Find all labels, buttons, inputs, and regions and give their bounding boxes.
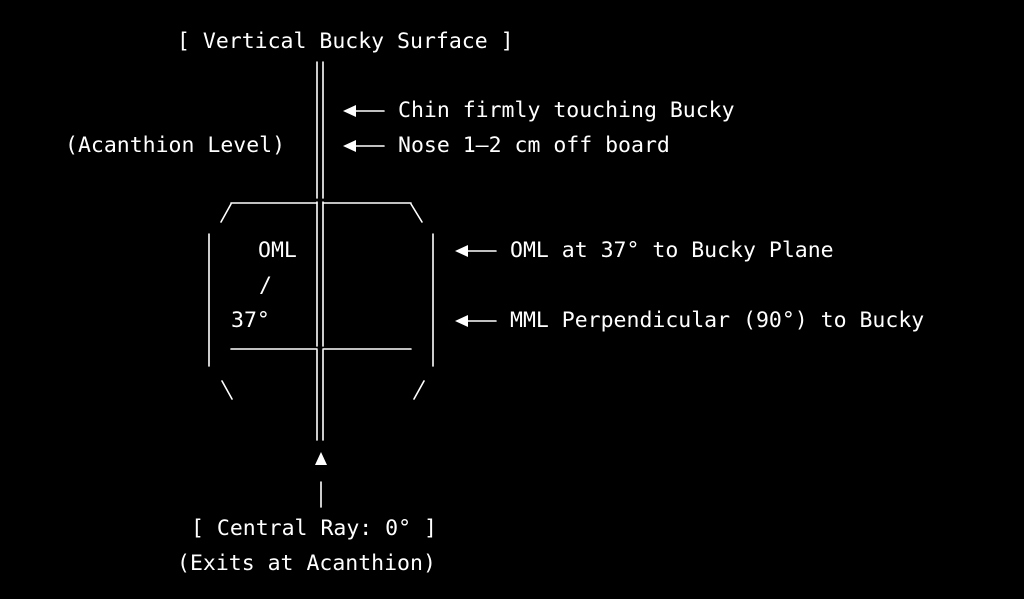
mml-note: MML Perpendicular (90°) to Bucky xyxy=(510,308,925,333)
chin-arrowhead-icon xyxy=(343,105,356,117)
angle-label: 37° xyxy=(231,308,270,333)
skull-outline-icon xyxy=(208,202,434,400)
oml-slash: / xyxy=(259,273,272,298)
nose-arrowhead-icon xyxy=(343,140,356,152)
bucky-line-icon xyxy=(316,61,324,441)
nose-note: Nose 1–2 cm off board xyxy=(398,133,670,158)
oml-note: OML at 37° to Bucky Plane xyxy=(510,238,834,263)
central-ray-label: [ Central Ray: 0° ] xyxy=(191,516,437,541)
acanthion-level-label: (Acanthion Level) xyxy=(65,133,286,158)
oml-arrowhead-icon xyxy=(455,245,468,257)
central-ray-arrowhead-icon xyxy=(315,452,327,465)
mml-arrowhead-icon xyxy=(455,315,468,327)
oml-skull-label: OML xyxy=(258,238,297,263)
bucky-surface-label: [ Vertical Bucky Surface ] xyxy=(177,29,514,54)
exits-label: (Exits at Acanthion) xyxy=(177,551,436,576)
chin-note: Chin firmly touching Bucky xyxy=(398,98,735,123)
